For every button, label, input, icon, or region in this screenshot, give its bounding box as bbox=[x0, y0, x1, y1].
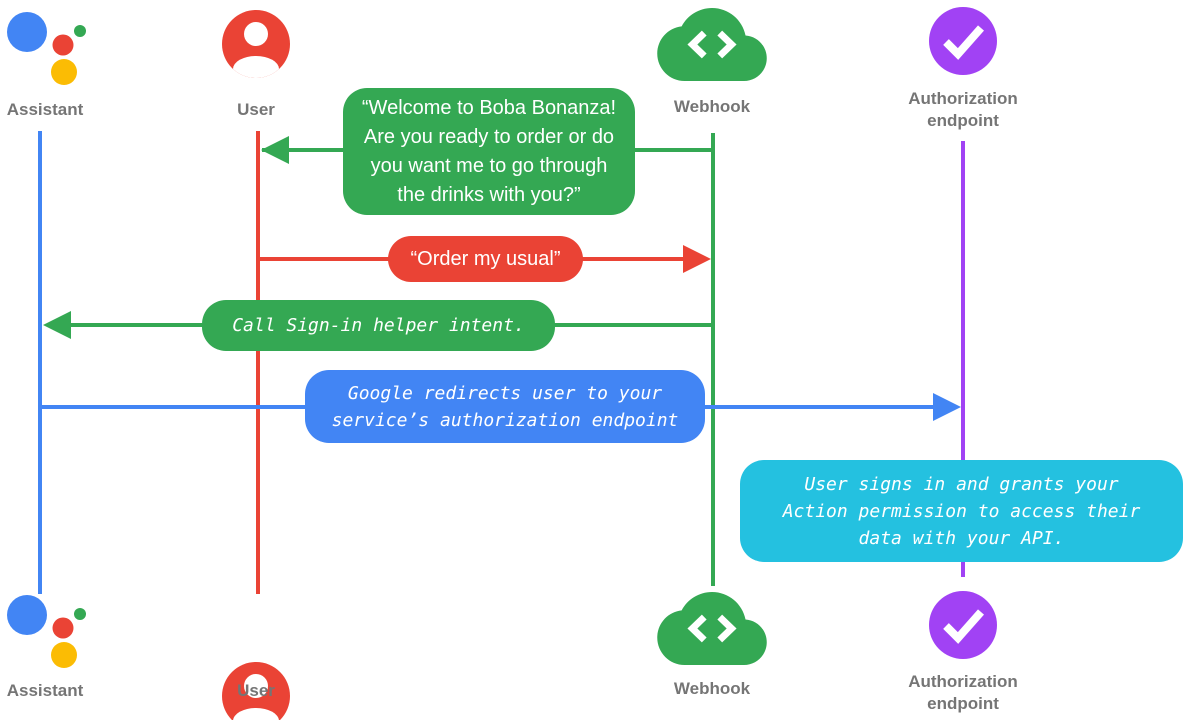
signin-arrowhead-icon bbox=[43, 311, 71, 339]
webhook-label-top: Webhook bbox=[673, 97, 751, 116]
auth-label-line2: endpoint bbox=[927, 111, 999, 130]
order-arrowhead-icon bbox=[683, 245, 711, 273]
auth-label-top: Authorization endpoint bbox=[888, 88, 1038, 132]
assistant-logo-icon bbox=[7, 12, 86, 85]
assistant-label-bottom: Assistant bbox=[6, 681, 84, 700]
webhook-cloud-icon bbox=[657, 592, 767, 665]
user-lifeline bbox=[256, 131, 260, 594]
user-icon bbox=[222, 10, 290, 78]
user-body-shape bbox=[233, 56, 279, 78]
authorization-check-icon bbox=[929, 591, 997, 659]
auth-label-line1: Authorization bbox=[908, 672, 1018, 691]
user-label-bottom: User bbox=[237, 681, 275, 700]
user-label-top: User bbox=[237, 100, 275, 119]
message-text: “Order my usual” bbox=[410, 247, 561, 270]
message-text: the drinks with you?” bbox=[397, 183, 581, 206]
auth-label-line1: Authorization bbox=[908, 89, 1018, 108]
message-text: Google redirects user to your bbox=[347, 382, 663, 404]
message-text: service’s authorization endpoint bbox=[331, 409, 679, 431]
user-icon bbox=[222, 662, 290, 720]
message-text: Call Sign-in helper intent. bbox=[232, 315, 525, 336]
signin-message-box: Call Sign-in helper intent. bbox=[202, 300, 555, 351]
auth-lifeline bbox=[961, 141, 965, 577]
assistant-logo-icon bbox=[7, 595, 86, 668]
assistant-label-top: Assistant bbox=[6, 100, 84, 119]
welcome-arrowhead-icon bbox=[261, 136, 289, 164]
webhook-label-bottom: Webhook bbox=[673, 679, 751, 698]
user-body-shape bbox=[233, 708, 279, 720]
message-text: data with your API. bbox=[858, 527, 1065, 549]
message-text: Action permission to access their bbox=[782, 500, 1141, 522]
grants-note-box: User signs in and grants your Action per… bbox=[740, 460, 1183, 562]
redirect-arrowhead-icon bbox=[933, 393, 961, 421]
message-text: User signs in and grants your bbox=[804, 473, 1119, 495]
authorization-check-icon bbox=[929, 7, 997, 75]
welcome-message-box: “Welcome to Boba Bonanza! Are you ready … bbox=[343, 88, 635, 215]
user-head-shape bbox=[244, 22, 268, 46]
auth-label-line2: endpoint bbox=[927, 694, 999, 713]
redirect-message-box: Google redirects user to your service’s … bbox=[305, 370, 705, 443]
message-text: “Welcome to Boba Bonanza! bbox=[361, 96, 617, 119]
user-head-shape bbox=[244, 674, 268, 698]
message-text: Are you ready to order or do bbox=[363, 125, 615, 148]
order-message-box: “Order my usual” bbox=[388, 236, 583, 282]
webhook-cloud-icon bbox=[657, 8, 767, 81]
webhook-lifeline bbox=[711, 133, 715, 586]
assistant-lifeline bbox=[38, 131, 42, 594]
auth-label-bottom: Authorization endpoint bbox=[888, 671, 1038, 715]
message-text: you want me to go through bbox=[370, 154, 608, 177]
